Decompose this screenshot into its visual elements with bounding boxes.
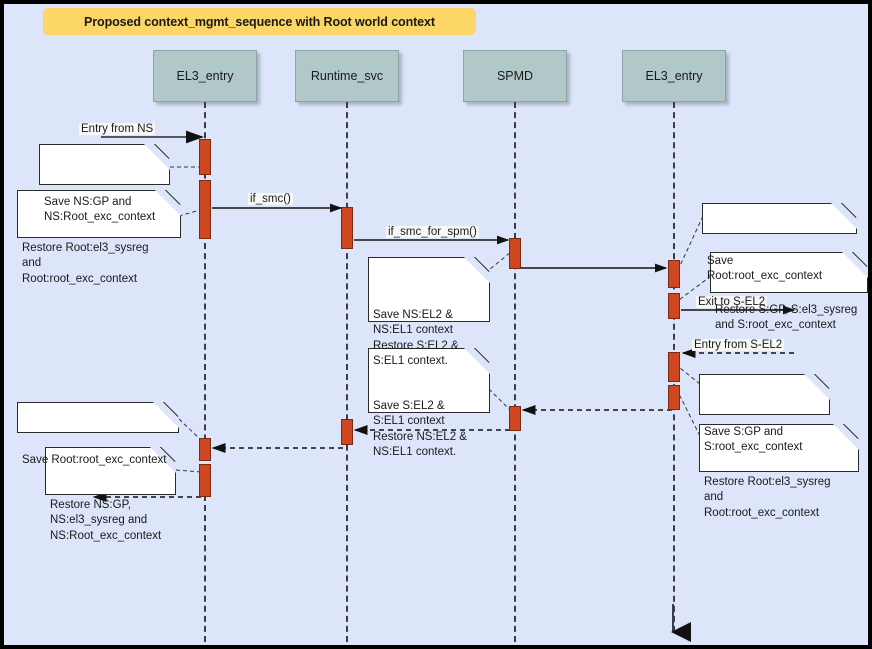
activation-el3-entry-ns-3	[199, 438, 211, 461]
note-fold-icon	[150, 447, 176, 473]
note-save-ns-gp: Save NS:GP and NS:Root_exc_context	[39, 144, 170, 223]
note-text: Restore S:GP, S:el3_sysreg and S:root_ex…	[715, 303, 858, 332]
note-save-s-el2-restore-ns-el2: Save S:EL2 & S:EL1 context Restore NS:EL…	[368, 348, 490, 458]
activation-runtime-svc-2	[341, 419, 353, 445]
activation-runtime-svc-1	[341, 207, 353, 249]
note-fold-icon	[464, 257, 490, 283]
activation-spmd-1	[509, 238, 521, 269]
participant-label: EL3_entry	[176, 69, 234, 83]
note-leader-5	[677, 215, 704, 271]
note-fold-icon	[804, 374, 830, 400]
lifeline-el3-entry-ns	[204, 102, 206, 642]
message-label-if-smc: if_smc()	[248, 193, 293, 205]
message-label-if-smc-for-spm: if_smc_for_spm()	[386, 226, 479, 238]
participant-label: Runtime_svc	[310, 69, 384, 83]
note-fold-icon	[153, 402, 179, 428]
activation-el3-entry-s-4	[668, 385, 680, 410]
note-text: Save Root:root_exc_context	[22, 453, 167, 466]
note-leader-8	[679, 395, 701, 437]
activation-el3-entry-s-1	[668, 260, 680, 288]
note-save-ns-el2-restore-s-el2: Save NS:EL2 & NS:EL1 context Restore S:E…	[368, 257, 490, 367]
participant-runtime-svc[interactable]: Runtime_svc	[295, 50, 399, 102]
note-fold-icon	[155, 190, 181, 216]
lifeline-runtime-svc	[346, 102, 348, 642]
activation-el3-entry-ns-1	[199, 139, 211, 175]
participant-spmd[interactable]: SPMD	[463, 50, 567, 102]
participant-label: EL3_entry	[645, 69, 703, 83]
note-restore-ns-gp: Restore NS:GP, NS:el3_sysreg and NS:Root…	[45, 447, 176, 542]
note-text: Save Root:root_exc_context	[707, 254, 823, 283]
sequence-diagram-canvas: Proposed context_mgmt_sequence with Root…	[4, 4, 868, 645]
note-text: Save S:GP and S:root_exc_context	[704, 425, 803, 454]
note-text: Restore Root:el3_sysreg and Root:root_ex…	[704, 475, 831, 519]
message-label-entry-from-s-el2: Entry from S-EL2	[692, 339, 785, 351]
note-fold-icon	[144, 144, 170, 170]
activation-el3-entry-ns-2	[199, 180, 211, 239]
note-text: Save S:EL2 & S:EL1 context Restore NS:EL…	[373, 399, 467, 459]
page-title: Proposed context_mgmt_sequence with Root…	[84, 14, 435, 29]
activation-el3-entry-s-3	[668, 352, 680, 382]
note-restore-root-el3-sysreg: Restore Root:el3_sysreg and Root:root_ex…	[17, 190, 181, 285]
activation-el3-entry-ns-4	[199, 464, 211, 497]
message-label-exit-to-s-el2: Exit to S-EL2	[696, 296, 768, 308]
note-save-root-exc-context-right: Save Root:root_exc_context	[702, 203, 857, 282]
note-leader-7	[679, 367, 701, 385]
diagram-title-banner: Proposed context_mgmt_sequence with Root…	[43, 8, 476, 35]
note-text: Restore NS:GP, NS:el3_sysreg and NS:Root…	[50, 498, 162, 542]
note-leader-10	[175, 469, 202, 473]
note-restore-root-el3-sysreg-right: Restore Root:el3_sysreg and Root:root_ex…	[699, 424, 859, 519]
note-fold-icon	[464, 348, 490, 374]
note-save-root-exc-context-left: Save Root:root_exc_context	[17, 402, 179, 466]
activation-el3-entry-s-2	[668, 293, 680, 319]
activation-spmd-2	[509, 406, 521, 431]
message-label-entry-from-ns: Entry from NS	[79, 123, 156, 135]
note-fold-icon	[842, 252, 868, 278]
note-text: Save NS:GP and NS:Root_exc_context	[44, 195, 156, 224]
note-fold-icon	[831, 203, 857, 229]
lifeline-spmd	[514, 102, 516, 642]
note-fold-icon	[833, 424, 859, 450]
note-restore-s-gp-sysreg: Restore S:GP, S:el3_sysreg and S:root_ex…	[710, 252, 868, 331]
participant-label: SPMD	[496, 69, 534, 83]
note-text: Save NS:EL2 & NS:EL1 context Restore S:E…	[373, 308, 459, 368]
participant-el3-entry-ns[interactable]: EL3_entry	[153, 50, 257, 102]
participant-el3-entry-s[interactable]: EL3_entry	[622, 50, 726, 102]
note-save-s-gp: Save S:GP and S:root_exc_context	[699, 374, 830, 453]
note-text: Restore Root:el3_sysreg and Root:root_ex…	[22, 241, 149, 285]
